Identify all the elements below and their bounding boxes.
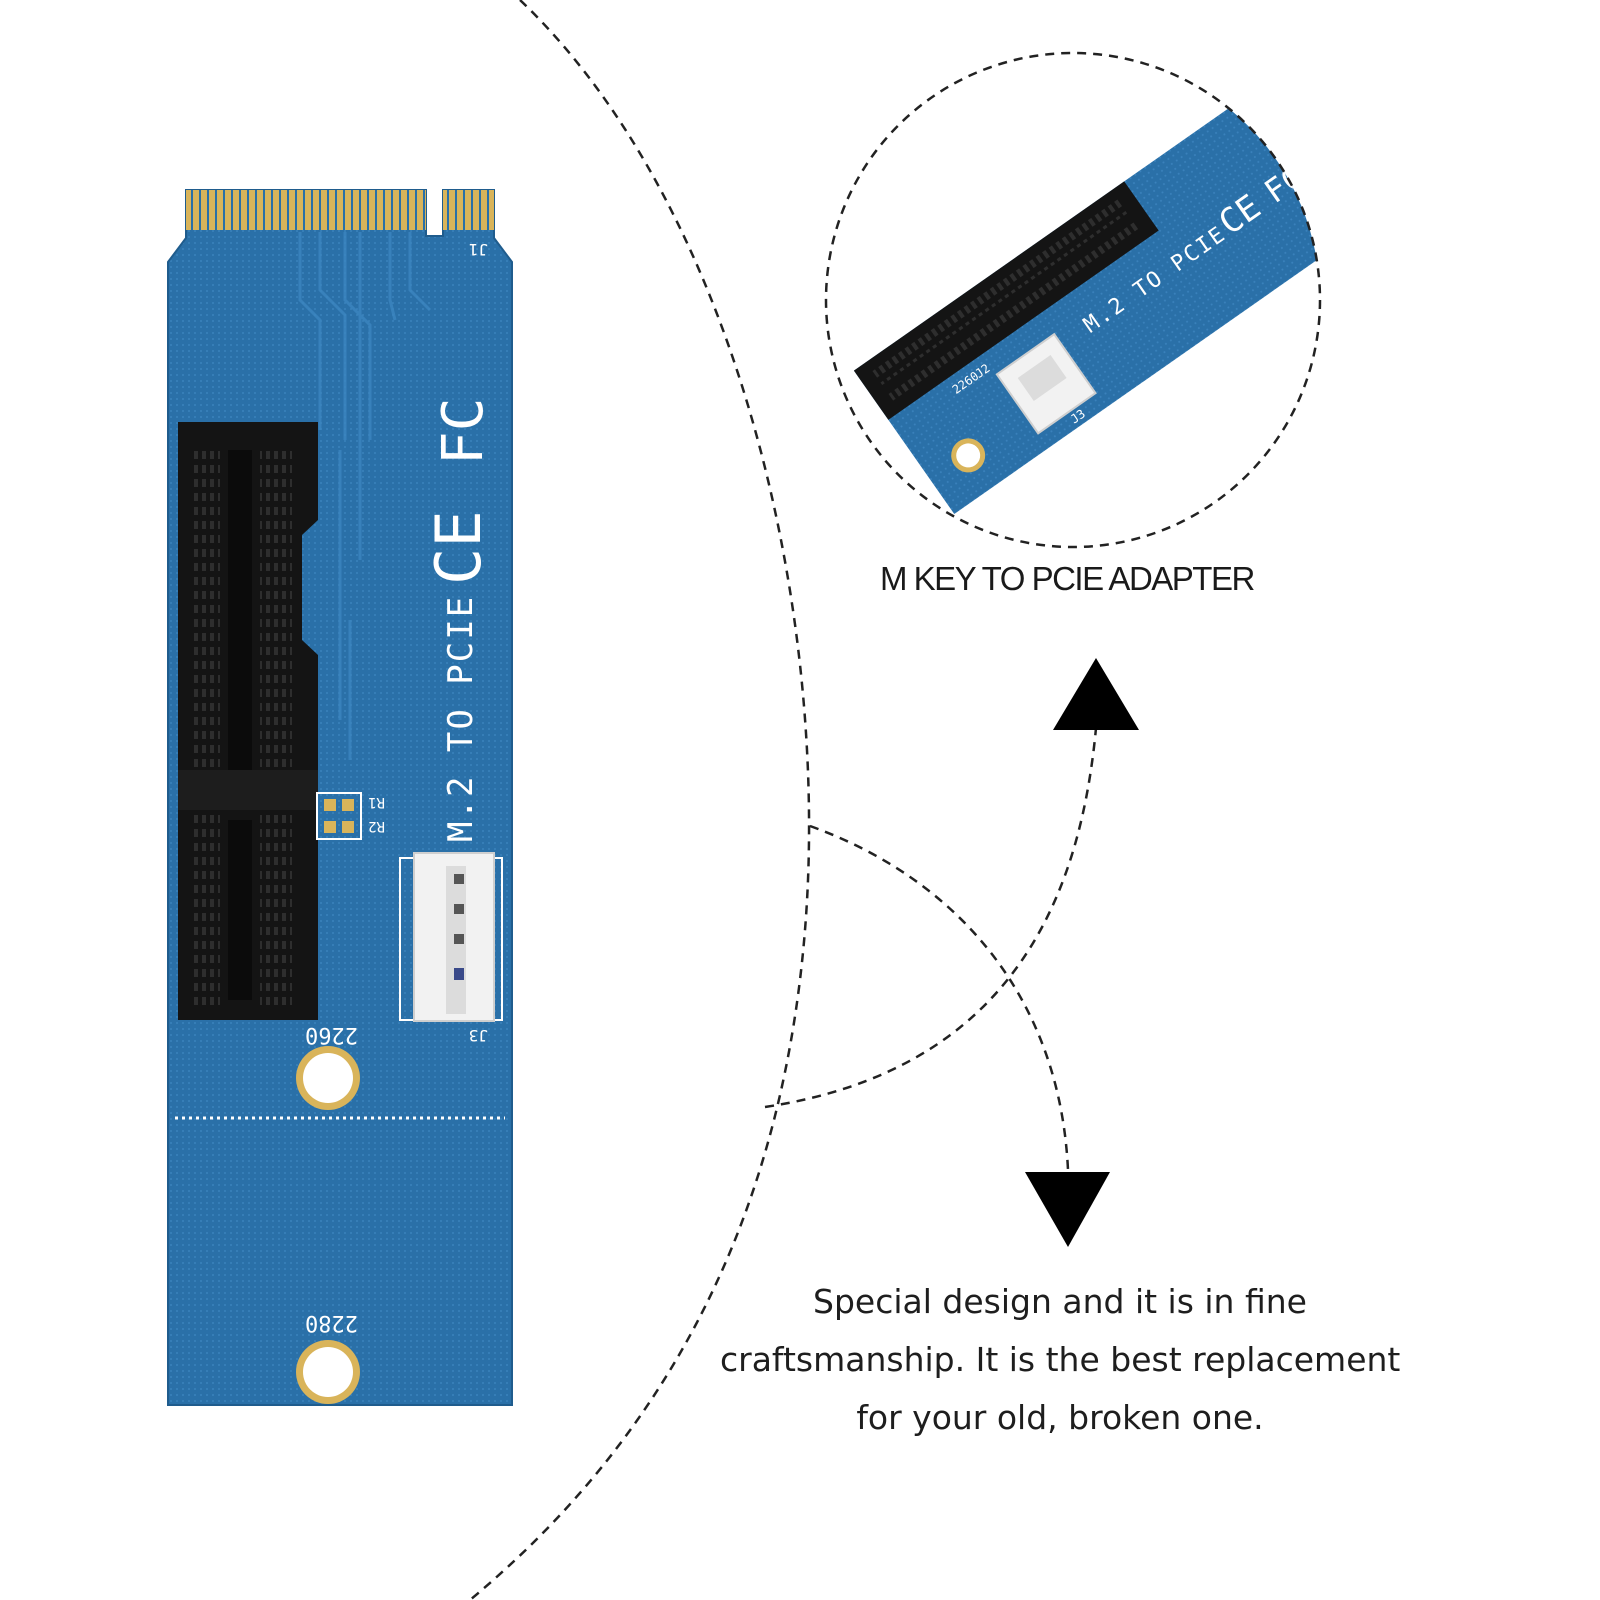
m2-pcie-board: M.2 TO PCIE CE FC J1 J3 R1 R2 2260 2280 (167, 189, 513, 1406)
board-title-text: M.2 TO PCIE (441, 595, 481, 842)
gold-edge-contacts (186, 190, 426, 230)
dashed-divider-curve (469, 0, 811, 1600)
zoom-detail-circle: M.2 TO PCIE CE FC 2260 J2 J3 (824, 51, 1322, 549)
resistor-pads (316, 792, 362, 840)
down-arrow-icon (1025, 1172, 1110, 1247)
label-r2: R2 (368, 818, 385, 834)
ce-mark: CE (422, 510, 495, 585)
pcie-x4-slot (178, 422, 318, 1020)
label-j1: J1 (469, 240, 488, 259)
fcc-mark: FC (431, 398, 496, 465)
zoom-label-j2: J2 (973, 361, 993, 381)
label-2280: 2280 (305, 1310, 358, 1335)
dashed-arrow-path-down (809, 824, 1070, 1171)
dashed-arrow-path-up (764, 727, 1098, 1109)
zoom-label-j3: J3 (1068, 407, 1088, 427)
label-2260: 2260 (305, 1022, 358, 1047)
description-line-3: for your old, broken one. (856, 1398, 1264, 1437)
adapter-caption: M KEY TO PCIE ADAPTER (880, 560, 1255, 597)
power-connector-j3 (399, 852, 503, 1022)
description-line-2: craftsmanship. It is the best replacemen… (720, 1340, 1401, 1379)
product-description: Special design and it is in fine craftsm… (720, 1273, 1400, 1447)
up-arrow-icon (1053, 658, 1139, 730)
description-line-1: Special design and it is in fine (813, 1282, 1307, 1321)
gold-edge-contacts-key (443, 190, 494, 230)
label-r1: R1 (368, 794, 385, 810)
label-j3: J3 (469, 1026, 488, 1045)
